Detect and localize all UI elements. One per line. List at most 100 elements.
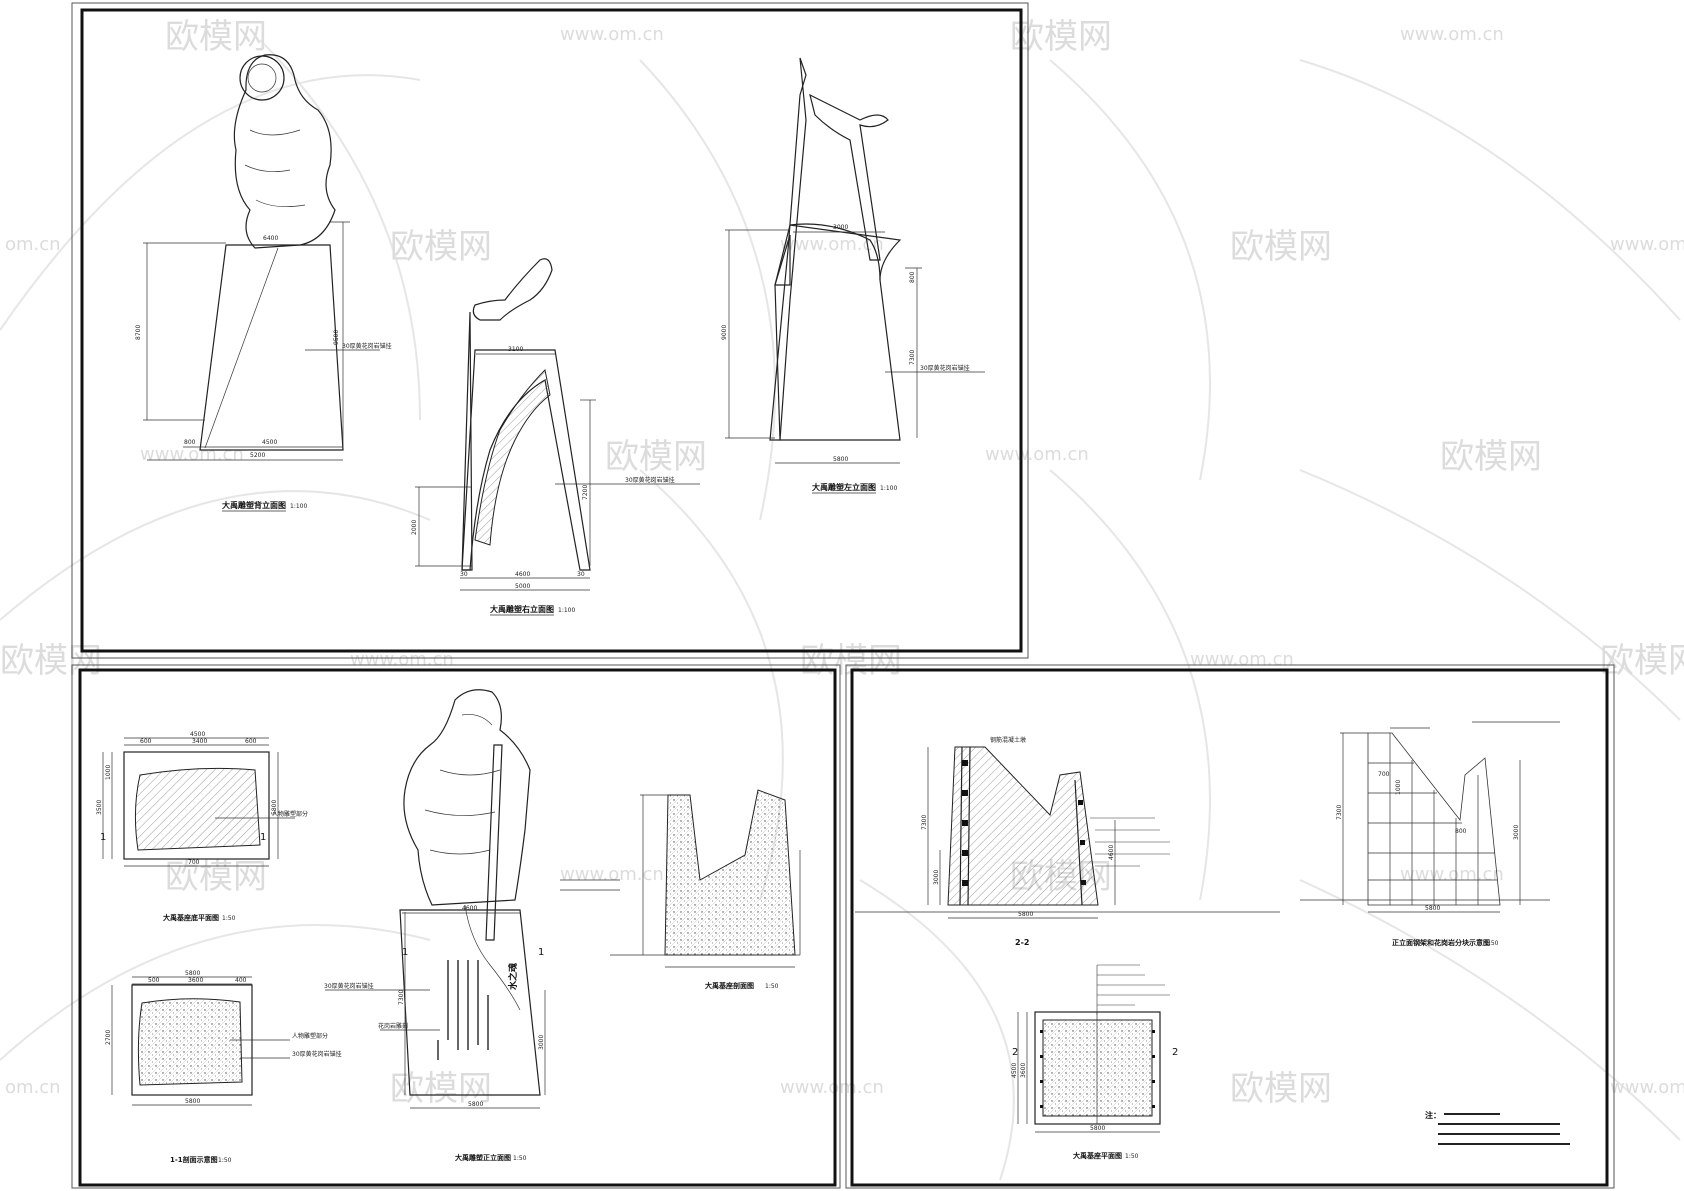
back-material-note: 30厚黄花岗岩锚挂 — [342, 342, 392, 350]
dim-30-left: 30 — [460, 571, 468, 578]
base-plan-scale: 1:50 — [1125, 1153, 1139, 1160]
section22-notes — [1090, 817, 1170, 867]
watermark-brand: 欧模网 — [0, 641, 102, 681]
watermark-url: www.om.cn — [985, 444, 1089, 465]
watermark-brand: 欧模网 — [390, 227, 492, 267]
dim-5800: 5800 — [833, 456, 848, 463]
left-elevation-title: 大禹雕塑左立面图 — [812, 482, 876, 492]
base-plan-dim-3600: 3600 — [1020, 1063, 1027, 1078]
sheet1-outer-border — [71, 2, 1029, 659]
section-base-note: 人物雕塑部分 — [292, 1032, 328, 1040]
s22-dim-7300: 7300 — [921, 815, 928, 830]
section-dim-400: 400 — [235, 977, 247, 984]
watermark-brand: 欧模网 — [1440, 437, 1542, 477]
front-dim-4600: 4600 — [462, 905, 477, 912]
watermark-brand: 欧模网 — [1230, 227, 1332, 267]
front-granite-note: 花岗岩雕刻 — [378, 1022, 408, 1030]
elev-dim-1000: 1000 — [1395, 780, 1402, 795]
watermark-brand: 欧模网 — [165, 17, 267, 57]
front-dim-3000: 3000 — [538, 1035, 545, 1050]
watermark-url: www.om.cn — [1610, 1077, 1684, 1098]
front-dim-7300: 7300 — [398, 990, 405, 1005]
granite-block-grid — [1368, 733, 1497, 905]
dim-3100: 3100 — [508, 346, 523, 353]
steel-granite-elevation: 7300 3000 700 1000 800 5800 正立面钢架和花岗岩分块示… — [1300, 721, 1560, 947]
right-elevation-drawing: 3100 7200 30厚黄花岗岩锚挂 2000 30 30 4600 5000… — [411, 258, 700, 616]
front-dim-5800: 5800 — [468, 1101, 483, 1108]
watermark-url: www.om.cn — [560, 24, 664, 45]
elev-title: 正立面钢架和花岗岩分块示意图 — [1392, 938, 1490, 947]
base-plan-anchors — [1040, 1030, 1155, 1108]
base-section-title: 大禹基座剖面图 — [705, 981, 754, 990]
right-elevation-scale: 1:100 — [558, 607, 575, 614]
dim-800-left: 800 — [909, 271, 916, 283]
watermark-url: www.om.cn — [780, 1077, 884, 1098]
watermark-url: www.om.cn — [780, 234, 884, 255]
left-elevation-scale: 1:100 — [880, 485, 897, 492]
dim-6400: 6400 — [263, 235, 278, 242]
dim-2000: 2000 — [411, 520, 418, 535]
plan-dim-5800: 5800 — [271, 800, 278, 815]
base-plan-dim-4500: 4500 — [1011, 1063, 1018, 1078]
s22-dim-5800: 5800 — [1018, 911, 1033, 918]
dim-3000: 3000 — [833, 224, 848, 231]
sheet3-inner-border — [850, 668, 1609, 1187]
plan-dim-700: 700 — [188, 859, 200, 866]
section-scale: 1:50 — [218, 1157, 232, 1164]
elev-dim-7300: 7300 — [1336, 805, 1343, 820]
plan-title: 大禹基座底平面图 — [163, 913, 219, 922]
watermark-brand: 欧模网 — [165, 857, 267, 897]
section-title: 1-1剖面示意图 — [170, 1155, 218, 1164]
elev-dim-800: 800 — [1455, 828, 1467, 835]
back-elevation-drawing: 8700 9500 6400 800 4500 5200 30厚黄花岗岩锚挂 大… — [135, 54, 392, 512]
sheet3-outer-border — [845, 664, 1615, 1189]
dim-5200: 5200 — [250, 452, 265, 459]
section-dim-5800: 5800 — [185, 1098, 200, 1105]
elev-scale: 1:50 — [1485, 940, 1499, 947]
watermark-brand: 欧模网 — [1010, 17, 1112, 57]
watermark-brand: 欧模网 — [1230, 1069, 1332, 1109]
watermark-url: www.om.cn — [560, 864, 664, 885]
base-plan-marker-2-left: 2 — [1012, 1047, 1018, 1058]
dim-800: 800 — [184, 439, 196, 446]
front-material-note: 30厚黄花岗岩锚挂 — [324, 982, 374, 990]
sheet1-inner-border — [80, 8, 1023, 653]
rebar-marks — [962, 760, 1086, 886]
base-plan-notes — [1096, 964, 1170, 1015]
section22-top-note: 钢筋混凝土墩 — [990, 736, 1026, 744]
watermark-url: www.om.cn — [1400, 864, 1504, 885]
sheet2-outer-border — [71, 664, 841, 1189]
elev-dim-3000: 3000 — [1513, 825, 1520, 840]
back-elevation-title: 大禹雕塑背立面图 — [222, 500, 286, 510]
left-material-note: 30厚黄花岗岩锚挂 — [920, 364, 970, 372]
right-material-note: 30厚黄花岗岩锚挂 — [625, 476, 675, 484]
watermark-url: om.cn — [5, 234, 61, 255]
back-elevation-scale: 1:100 — [290, 503, 307, 510]
base-bottom-plan: 4500 600 3400 600 1000 3500 5800 人物雕塑部分 … — [96, 731, 308, 922]
sheet2-inner-border — [78, 668, 837, 1187]
watermark-brand: 欧模网 — [1600, 641, 1684, 681]
poem-title: 水之魂 — [507, 963, 519, 990]
section22-title: 2-2 — [1015, 938, 1029, 947]
notes-heading: 注： — [1425, 1110, 1441, 1120]
dim-5000: 5000 — [515, 583, 530, 590]
section-dim-500: 500 — [148, 977, 160, 984]
dim-7300: 7300 — [909, 350, 916, 365]
plan-marker-1-right: 1 — [260, 832, 266, 843]
plan-dim-600-right: 600 — [245, 738, 257, 745]
dim-9500: 9500 — [333, 330, 340, 345]
section-material-note: 30厚黄花岗岩锚挂 — [292, 1050, 342, 1058]
front-elevation-title: 大禹雕塑正立面图 — [455, 1153, 511, 1162]
front-marker-1-left: 1 — [402, 947, 408, 958]
dim-9000: 9000 — [721, 325, 728, 340]
section-2-2: 钢筋混凝土墩 7300 3000 4600 5800 2-2 — [855, 736, 1280, 947]
section-1-1: 5800 500 3600 400 2700 人物雕塑部分 30厚黄花岗岩锚挂 … — [105, 970, 342, 1164]
sheet3-notes-block: 注： — [1425, 1110, 1570, 1145]
watermark-url: www.om.cn — [1610, 234, 1684, 255]
base-section-drawing: 大禹基座剖面图 1:50 — [560, 789, 801, 990]
plan-marker-1-left: 1 — [100, 832, 106, 843]
base-plan-dim-5800: 5800 — [1090, 1125, 1105, 1132]
front-elevation-scale: 1:50 — [513, 1155, 527, 1162]
watermark-arcs — [0, 39, 1681, 1181]
